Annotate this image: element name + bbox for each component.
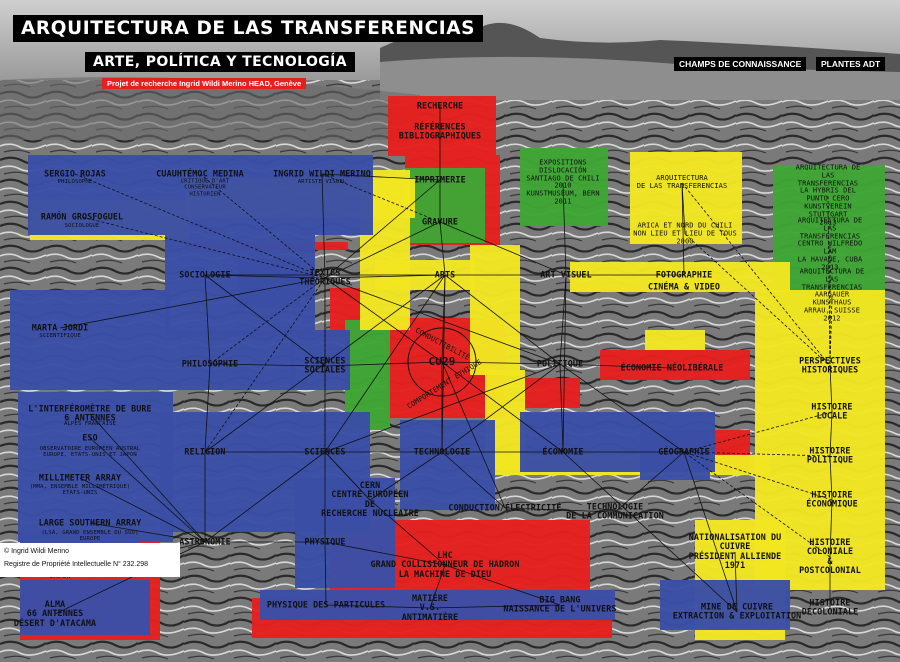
node-astronomie: ASTRONOMIE	[179, 536, 231, 547]
blue-field-block	[10, 290, 170, 390]
node-cinema: CINÉMA & VIDEO	[648, 281, 720, 292]
node-arts: ARTS	[434, 269, 456, 280]
node-eso-sub: OBSERVATOIRE EUROPÉEN AUSTRAL EUROPE, ET…	[39, 445, 141, 458]
registry-text: Registre de Propriété Intellectuelle N° …	[4, 561, 149, 568]
node-techcomm: TECHNOLOGIE DE LA COMMUNICATION	[566, 501, 664, 521]
node-lsa-sub: (LSA, GRAND ENSEMBLE DU SUD) EUROPE	[41, 529, 139, 542]
node-cu29: CU29	[428, 354, 456, 368]
node-sociologie: SOCIOLOGIE	[179, 269, 231, 280]
node-economie: ÉCONOMIE	[542, 446, 584, 457]
copyright-text: © Ingrid Wildi Merino	[4, 548, 70, 555]
node-bigbang: BIG BANG NAISSANCE DE L'UNIVERS	[503, 594, 617, 614]
node-lsa: LARGE SOUTHERN ARRAY	[38, 517, 142, 528]
node-physique: PHYSIQUE	[304, 536, 346, 547]
node-textes: TEXTES THÉORIQUES	[299, 267, 351, 287]
node-sergio-sub: PHILOSOPHE	[57, 178, 93, 185]
node-ramon-sub: SOCIOLOGUE	[64, 222, 100, 229]
node-arq4: ARQUITECTURA DE LAS TRANSFERENCIAS AARGA…	[799, 267, 865, 323]
node-ingrid: INGRID WILDI MERINO	[273, 168, 371, 179]
node-physiqueparticules: PHYSIQUE DES PARTICULES	[266, 599, 386, 610]
node-perspectives: PERSPECTIVES HISTORIQUES	[799, 355, 861, 375]
page-subtitle: ARTE, POLÍTICA Y TECNOLOGÍA	[85, 52, 356, 72]
yellow-field-block	[645, 330, 705, 350]
node-hist-economique: HISTOIRE ÉCONOMIQUE	[806, 489, 858, 509]
node-alma: ALMA 66 ANTENNES DÉSERT D'ATACAMA	[13, 598, 97, 628]
node-arica: ARICA ET NORD DU CHILI NON LIEU ET LIEU …	[633, 221, 737, 245]
node-sciencessoc: SCIENCES SOCIALES	[304, 355, 346, 375]
node-marta: MARTA JORDI	[31, 322, 89, 333]
node-sergio: SERGIO ROJAS	[44, 168, 106, 179]
node-gravure: GRAVURE	[422, 216, 458, 227]
yellow-field-block	[470, 245, 520, 375]
node-religion: RELIGION	[184, 446, 226, 457]
node-nationalisation: NATIONALISATION DU CUIVRE PRÉSIDENT ALLI…	[688, 532, 782, 571]
red-field-block	[388, 96, 496, 156]
node-matiere: MATIÈRE V.S. ANTIMATIÈRE	[401, 592, 459, 622]
node-cuauhtemoc-sub: CRITIQUE D'ART CONSERVATEUR HISTORIEN	[180, 178, 230, 198]
plantes-adt-button[interactable]: PLANTES ADT	[816, 57, 886, 71]
node-marta-sub: SCIENTIFIQUE	[39, 332, 81, 339]
node-mine: MINE DE CUIVRE EXTRACTION & EXPLOITATION	[672, 601, 802, 621]
node-millimeter: MILLIMETER ARRAY	[38, 472, 122, 483]
node-ingrid-sub: ARTISTE VISUEL	[297, 178, 347, 185]
node-politique: POLITIQUE	[536, 358, 584, 369]
project-caption: Projet de recherche Ingrid Wildi Merino …	[102, 78, 307, 89]
node-imprimerie: IMPRIMERIE	[414, 174, 466, 185]
node-economieneo: ÉCONOMIE NÉOLIBÉRALE	[620, 362, 724, 373]
node-cern: CERN CENTRE EUROPÉEN DE RECHERCHE NUCLÉA…	[321, 480, 419, 519]
node-hist-decoloniale: HISTOIRE DÉCOLONIALE	[801, 597, 859, 617]
red-field-block	[525, 378, 580, 408]
node-conduction: CONDUCTION/ÉLECTRICITÉ	[448, 502, 562, 513]
node-philosophie: PHILOSOPHIE	[181, 358, 239, 369]
blue-field-block	[238, 258, 300, 308]
node-millimeter-sub: (MMA, ENSEMBLE MILLIMÉTRIQUE) ETATS-UNIS	[29, 483, 131, 496]
node-hist-locale: HISTOIRE LOCALE	[811, 401, 853, 421]
node-lhc: LHC GRAND COLLISIONNEUR DE HADRON LA MAC…	[370, 549, 520, 579]
node-recherche: RECHERCHE	[416, 100, 464, 111]
node-references: RÉFÉRENCES BIBLIOGRAPHIQUES	[398, 121, 482, 141]
node-artvisuel: ART VISUEL	[540, 269, 592, 280]
node-technologie: TECHNOLOGIE	[413, 446, 471, 457]
node-arq2: ARQUITECTURA DE LAS TRANSFERENCIAS LA HY…	[795, 163, 861, 227]
node-interferometre-sub: ALPES FRANÇAISE	[63, 420, 117, 427]
page-title: ARQUITECTURA DE LAS TRANSFERENCIAS	[13, 15, 484, 42]
champs-de-connaissance-button[interactable]: CHAMPS DE CONNAISSANCE	[674, 57, 807, 71]
node-fotografie: FOTOGRAPHIE	[655, 269, 713, 280]
node-hist-coloniale: HISTOIRE COLONIALE & POSTCOLONIAL	[799, 537, 861, 576]
node-sciences: SCIENCES	[304, 446, 346, 457]
copyright-box: © Ingrid Wildi Merino Registre de Propri…	[0, 543, 180, 577]
node-arq1: ARQUITECTURA DE LAS TRANSFERENCIAS	[636, 174, 728, 190]
node-hist-politique: HISTOIRE POLITIQUE	[806, 445, 854, 465]
node-eso: ESO	[82, 432, 98, 443]
node-expositions: EXPOSITIONS DISLOCACIÓN SANTIAGO DE CHIL…	[526, 158, 600, 206]
node-arq3: ARQUITECTURA DE LAS TRANSFERENCIAS CENTR…	[797, 216, 863, 272]
node-interferometre: L'INTERFÉROMÈTRE DE BURE 6 ANTENNES	[28, 403, 152, 423]
node-geographie: GÉOGRAPHIE	[658, 446, 710, 457]
yellow-field-block	[375, 260, 475, 290]
node-ramon: RAMÓN GROSFOGUEL	[40, 211, 124, 222]
node-cuauhtemoc: CUAUHTÉMOC MEDINA	[156, 168, 244, 179]
